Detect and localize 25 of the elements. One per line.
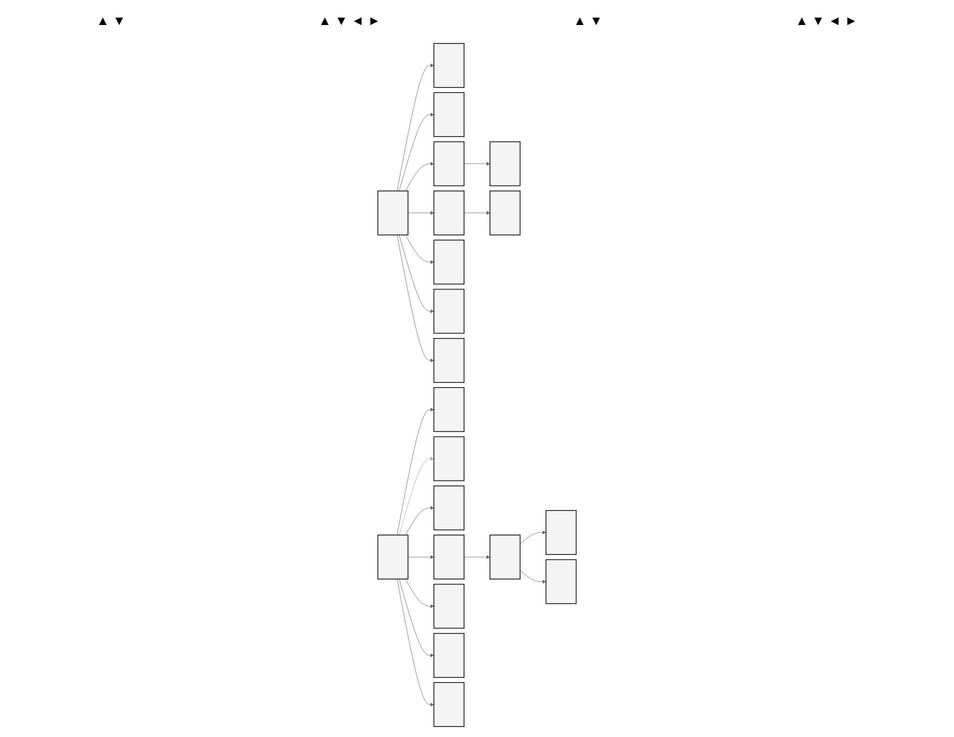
- node-box: [377, 190, 408, 236]
- node-box: [433, 141, 464, 186]
- node-box: [546, 510, 577, 555]
- navigation-keys: ▲ ▼ ◄ ►: [795, 12, 858, 28]
- node-box: [433, 43, 464, 88]
- node-box: [433, 632, 464, 678]
- node-box: [433, 436, 464, 482]
- node-box: [433, 92, 464, 138]
- node-box: [490, 190, 521, 236]
- navigation-keys: ▲ ▼: [573, 12, 603, 28]
- node-box: [433, 584, 464, 629]
- navigation-keys: ▲ ▼ ◄ ►: [318, 12, 381, 28]
- node-box: [433, 387, 464, 432]
- node-box: [433, 288, 464, 334]
- navigation-keys: ▲ ▼: [96, 12, 126, 28]
- node-box: [377, 534, 408, 580]
- node-box: [433, 485, 464, 530]
- node-box: [433, 534, 464, 580]
- node-box: [433, 240, 464, 285]
- node-box: [433, 190, 464, 236]
- node-box: [433, 682, 464, 727]
- node-box: [490, 141, 521, 186]
- node-box: [546, 559, 577, 604]
- node-box: [490, 534, 521, 580]
- node-box: [433, 338, 464, 383]
